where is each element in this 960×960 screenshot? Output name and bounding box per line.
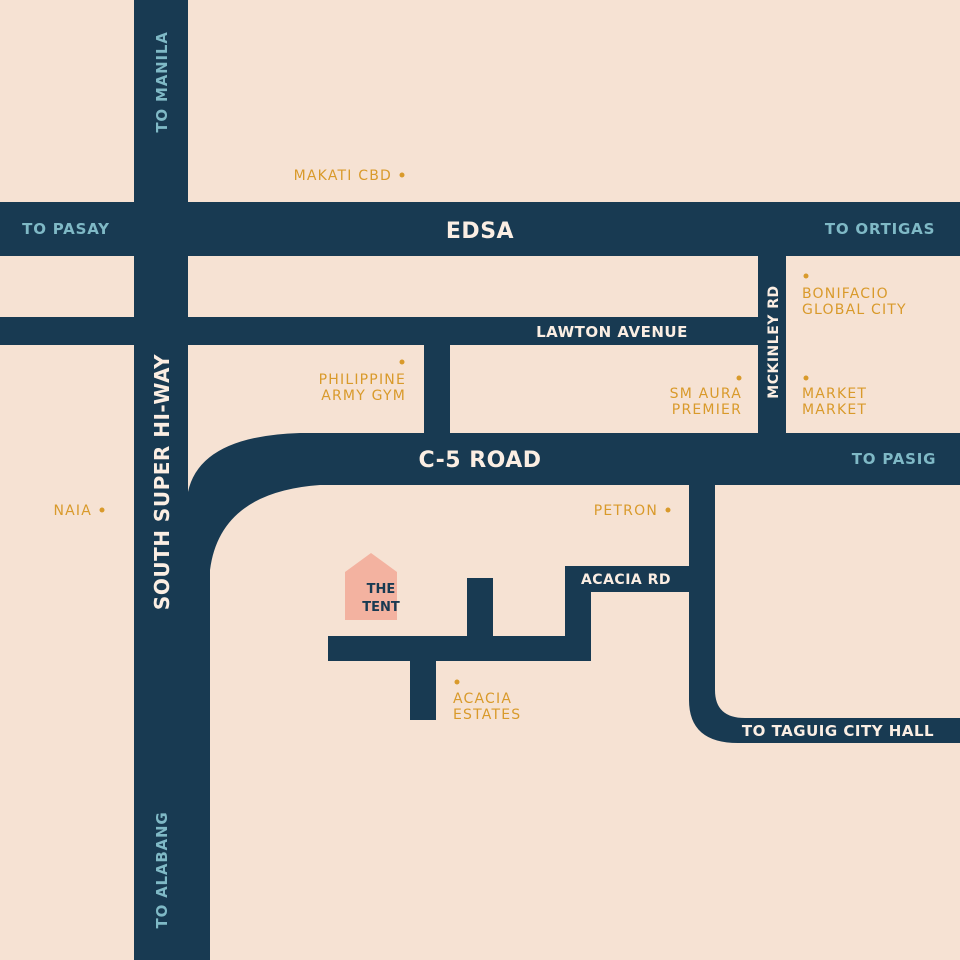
acacia-rd-label: ACACIA RD <box>581 572 671 588</box>
to-taguig-label: TO TAGUIG CITY HALL <box>742 722 934 740</box>
bgc-dot <box>803 273 809 279</box>
acacia-estates-label-line1: ACACIA <box>453 691 512 707</box>
acacia-estates-label-line2: ESTATES <box>453 707 521 723</box>
tent-house-icon <box>345 553 397 620</box>
connector-road <box>424 330 450 436</box>
c5-road <box>188 433 960 960</box>
makati-cbd-label: MAKATI CBD <box>294 168 392 184</box>
lawton-avenue-label: LAWTON AVENUE <box>536 323 688 341</box>
the-tent-marker[interactable]: THE TENT <box>345 553 400 620</box>
petron-label: PETRON <box>594 503 658 519</box>
naia-label: NAIA <box>53 503 92 519</box>
market-market-label-line2: MARKET <box>802 402 867 418</box>
tent-label-line2: TENT <box>362 600 400 615</box>
sm-aura-dot <box>736 375 742 381</box>
sm-aura-label-line1: SM AURA <box>670 386 742 402</box>
to-pasay-label: TO PASAY <box>22 220 110 238</box>
acacia-estates-dot <box>454 679 460 685</box>
petron-dot <box>665 507 671 513</box>
to-ortigas-label: TO ORTIGAS <box>825 220 935 238</box>
poi-makati-cbd: MAKATI CBD <box>294 168 405 184</box>
edsa-label: EDSA <box>446 219 514 244</box>
poi-philippine-army-gym: PHILIPPINE ARMY GYM <box>319 359 406 404</box>
army-gym-label-line1: PHILIPPINE <box>319 372 406 388</box>
to-manila-label: TO MANILA <box>153 31 171 132</box>
poi-petron: PETRON <box>594 503 671 519</box>
acacia-road <box>328 566 689 661</box>
taguig-road <box>689 485 960 743</box>
army-gym-label-line2: ARMY GYM <box>321 388 406 404</box>
poi-naia: NAIA <box>53 503 105 519</box>
to-pasig-label: TO PASIG <box>852 450 937 468</box>
mckinley-road <box>758 256 786 436</box>
acacia-stub-south <box>410 650 436 720</box>
market-market-label-line1: MARKET <box>802 386 867 402</box>
edsa-road <box>0 202 960 256</box>
south-super-hiway-road <box>134 0 188 960</box>
makati-cbd-dot <box>399 172 405 178</box>
poi-market-market: MARKET MARKET <box>802 375 867 418</box>
poi-bonifacio-global-city: BONIFACIO GLOBAL CITY <box>802 273 907 318</box>
acacia-stub-north <box>467 578 493 648</box>
poi-acacia-estates: ACACIA ESTATES <box>453 679 521 723</box>
sm-aura-label-line2: PREMIER <box>672 402 742 418</box>
lawton-avenue-road <box>0 317 784 345</box>
army-gym-dot <box>399 359 405 365</box>
bgc-label-line1: BONIFACIO <box>802 286 889 302</box>
south-super-hiway-label: SOUTH SUPER HI-WAY <box>150 354 174 610</box>
naia-dot <box>99 507 105 513</box>
poi-sm-aura-premier: SM AURA PREMIER <box>670 375 742 418</box>
bgc-label-line2: GLOBAL CITY <box>802 302 907 318</box>
mckinley-road-label: MCKINLEY RD <box>766 285 782 398</box>
tent-label-line1: THE <box>367 582 396 597</box>
market-market-dot <box>803 375 809 381</box>
to-alabang-label: TO ALABANG <box>153 812 171 929</box>
c5-road-label: C-5 ROAD <box>418 448 541 473</box>
